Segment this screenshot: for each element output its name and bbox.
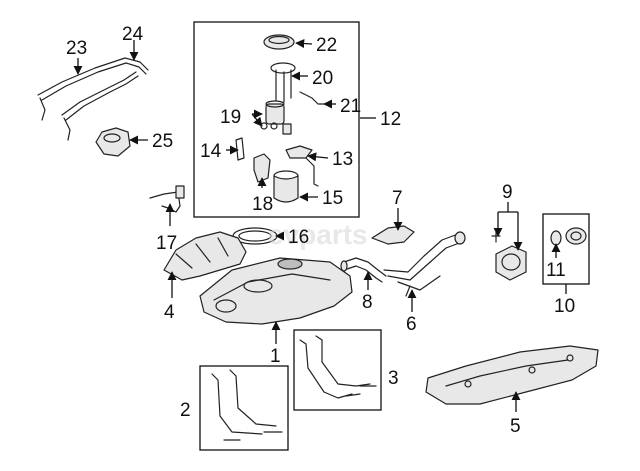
callout-2: 2 — [180, 400, 191, 421]
part-2-straps — [211, 369, 283, 441]
part-17-sender — [149, 185, 185, 213]
callout-6: 6 — [406, 314, 417, 335]
callout-23: 23 — [66, 38, 87, 59]
callout-15: 15 — [322, 188, 343, 209]
callout-4: 4 — [164, 302, 175, 323]
callout-20: 20 — [312, 68, 333, 89]
callout-14: 14 — [200, 141, 222, 162]
callout-19: 19 — [220, 107, 241, 128]
pump-assembly-box — [193, 21, 360, 218]
callout-13: 13 — [332, 149, 353, 170]
callout-7: 7 — [392, 188, 403, 209]
callout-22: 22 — [316, 35, 337, 56]
callout-9: 9 — [502, 182, 513, 203]
leader-lines — [73, 38, 567, 412]
part-10-11-fuel-cap — [550, 227, 587, 246]
part-3-straps — [299, 335, 377, 399]
callout-24: 24 — [122, 24, 144, 45]
callout-1: 1 — [270, 346, 281, 367]
strap-2-box — [199, 365, 289, 451]
callout-5: 5 — [510, 416, 521, 437]
watermark: evparts — [268, 219, 368, 250]
part-6-filler-pipe — [383, 231, 466, 297]
part-9-filler-neck — [491, 231, 527, 281]
callout-17: 17 — [156, 233, 177, 254]
fuel-lines-23-24 — [37, 57, 149, 141]
callout-10: 10 — [554, 296, 575, 317]
callout-21: 21 — [340, 96, 361, 117]
callout-8: 8 — [362, 292, 373, 313]
callout-12: 12 — [380, 109, 401, 130]
strap-3-box — [293, 329, 382, 411]
callout-18: 18 — [252, 194, 273, 215]
part-8-hose — [340, 257, 387, 283]
callout-11: 11 — [546, 260, 566, 281]
part-5-skid-plate — [425, 345, 599, 405]
part-25-bracket — [95, 127, 131, 157]
callout-16: 16 — [288, 227, 309, 248]
part-7-bracket — [371, 225, 415, 245]
callout-3: 3 — [388, 368, 399, 389]
pump-assembly-parts — [235, 34, 329, 203]
part-1-fuel-tank — [199, 257, 353, 325]
callout-25: 25 — [152, 131, 173, 152]
part-4-protector — [163, 231, 247, 281]
callout-numbers: 1 2 3 4 5 6 7 8 9 10 11 12 13 14 15 16 1… — [66, 24, 575, 437]
